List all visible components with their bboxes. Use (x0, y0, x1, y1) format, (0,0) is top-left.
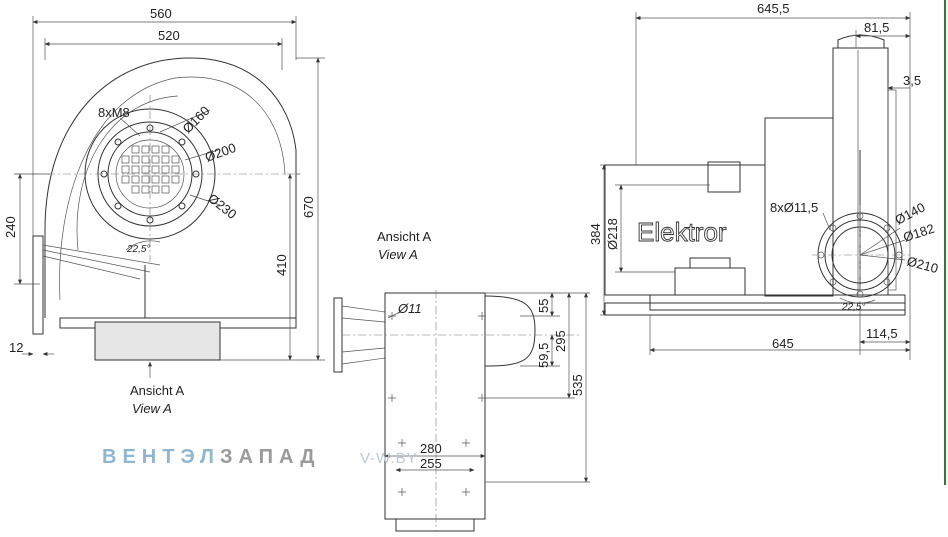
dim-560: 560 (150, 6, 172, 21)
view-a-label-en: View A (378, 247, 418, 262)
label-dia200: Ø200 (203, 140, 238, 165)
housing-body (384, 292, 486, 520)
outlet-flange (32, 235, 44, 335)
watermark-part1: ВЕНТЭЛ (102, 446, 220, 468)
view-a-label-de: Ansicht A (377, 229, 432, 244)
dim-240: 240 (3, 216, 18, 238)
label-bolts-115: 8xØ11,5 (770, 200, 818, 215)
label-dia218: Ø218 (605, 218, 620, 250)
dim-280: 280 (420, 441, 442, 456)
inlet-grid (121, 145, 180, 194)
dim-12: 12 (9, 340, 23, 355)
label-angle-side: 22,5° (841, 302, 865, 313)
watermark: ВЕНТЭЛЗАПАД (102, 446, 320, 469)
dim-3-5: 3,5 (903, 73, 921, 88)
shaft-housing (707, 161, 741, 193)
dim-670: 670 (301, 196, 316, 218)
dim-81-5: 81,5 (864, 20, 889, 35)
dim-520: 520 (158, 28, 180, 43)
brand-label: Elektror (637, 217, 727, 247)
dim-535: 535 (570, 374, 585, 396)
label-dia182: Ø182 (901, 221, 936, 245)
label-dia230: Ø230 (205, 191, 239, 222)
dim-55: 55 (536, 299, 551, 313)
edge-bar (944, 0, 946, 485)
outlet-flange-side (333, 297, 343, 373)
view-label-en: View A (132, 401, 172, 416)
volute-housing (44, 57, 297, 318)
front-view: 560 520 670 410 240 12 8xM8 Ø160 Ø200 Ø2… (3, 6, 325, 416)
motor-stand (94, 321, 221, 361)
watermark-site: V-W.BY (360, 450, 418, 467)
dim-384: 384 (588, 223, 603, 245)
label-dia160: Ø160 (180, 103, 213, 136)
view-label-de: Ansicht A (130, 383, 185, 398)
dim-645-5: 645,5 (757, 1, 790, 16)
watermark-part2: ЗАПАД (219, 446, 321, 468)
dim-645: 645 (772, 336, 794, 351)
dim-410: 410 (274, 254, 289, 276)
dim-255: 255 (420, 456, 442, 471)
label-angle: 22,5° (126, 244, 150, 255)
dim-59-5: 59,5 (536, 343, 551, 368)
side-view: Elektror 645,5 81,5 3,5 384 Ø218 8xØ11,5… (588, 1, 940, 360)
label-dia210: Ø210 (905, 253, 940, 276)
dim-295: 295 (553, 330, 568, 352)
label-bolts-m8: 8xM8 (98, 105, 130, 120)
view-a: Ansicht A View A Ø11 55 5 (333, 229, 590, 532)
label-dia11: Ø11 (397, 301, 422, 316)
dim-114-5: 114,5 (866, 326, 898, 341)
bolt-holes (100, 124, 200, 224)
